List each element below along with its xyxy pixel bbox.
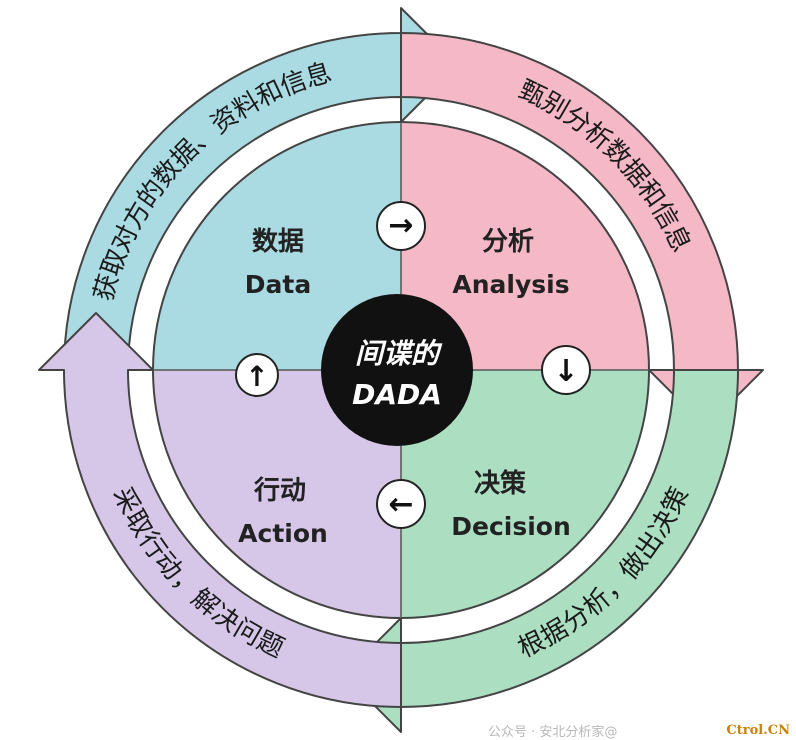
brand-mark: Ctrol.CN — [726, 723, 790, 738]
quadrant-analysis-title: 分析 — [482, 227, 534, 257]
center-title-line2: DADA — [352, 378, 442, 411]
quadrant-action-title: 行动 — [253, 475, 306, 506]
arrow-up-icon: ↑ — [245, 360, 268, 393]
quadrant-analysis-label: Analysis — [452, 270, 569, 299]
ring-arrow-bottom-left — [38, 312, 402, 708]
center-circle — [321, 294, 473, 446]
ring-arrow-bottom-right — [343, 369, 739, 733]
arrow-down-badge: ↓ — [541, 345, 591, 395]
arrow-left-badge: ← — [376, 479, 426, 529]
center-title-line1: 间谍的 — [355, 337, 443, 370]
arrow-up-badge: ↑ — [235, 353, 279, 397]
quadrant-action-label: Action — [238, 519, 328, 548]
arrow-right-badge: → — [376, 201, 426, 251]
arrow-down-icon: ↓ — [553, 354, 578, 389]
arrow-left-icon: ← — [388, 487, 413, 522]
ring-arrow-top-right — [400, 32, 764, 428]
quadrant-data-title: 数据 — [252, 227, 304, 257]
quadrant-decision-label: Decision — [451, 512, 571, 541]
ring-arrow-top-left — [63, 7, 459, 371]
watermark-text: 公众号 · 安北分析家@ — [488, 724, 617, 740]
arrow-right-icon: → — [388, 208, 413, 243]
quadrant-data-label: Data — [245, 270, 311, 299]
quadrant-decision-title: 决策 — [474, 468, 526, 499]
